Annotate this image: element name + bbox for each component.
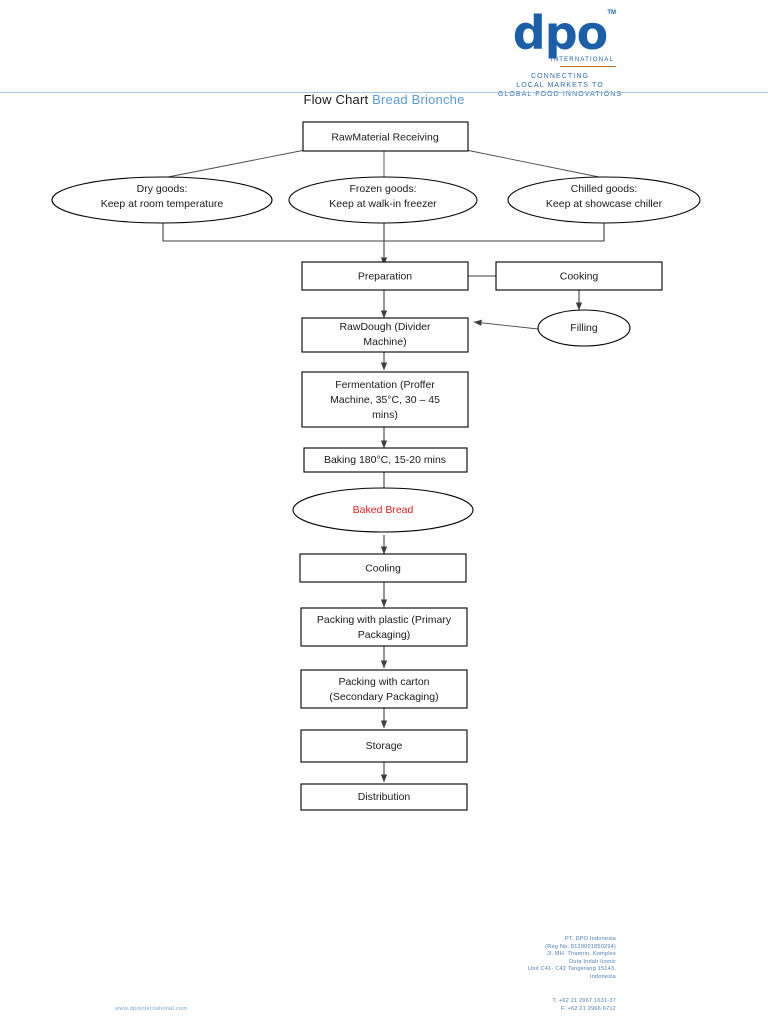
- node-packing-plastic[interactable]: Packing with plastic (Primary Packaging): [300, 607, 468, 647]
- node-label-line-1: RawDough (Divider: [339, 321, 431, 333]
- address-line-3: Jl. MH. Thamrin, Komplex: [546, 951, 616, 958]
- logo-underline-rule: [560, 66, 616, 67]
- address-line-1: PT. DPO Indonesia: [565, 936, 616, 942]
- node-label-line-2: Machine): [363, 336, 406, 348]
- brand-logo-block: dpo TM INTERNATIONAL CONNECTING LOCAL MA…: [470, 8, 650, 99]
- footer-address-block: PT. DPO Indonesia (Reg No. 8120001850294…: [528, 936, 616, 982]
- node-label: Distribution: [358, 791, 411, 803]
- node-label-line-1: Frozen goods:: [349, 183, 416, 195]
- node-frozen-goods[interactable]: Frozen goods: Keep at walk-in freezer: [288, 176, 478, 224]
- node-filling[interactable]: Filling: [537, 309, 631, 347]
- logo-wordmark: dpo: [512, 6, 608, 60]
- brand-tagline: CONNECTING LOCAL MARKETS TO GLOBAL FOOD …: [470, 72, 650, 99]
- node-label-line-3: mins): [372, 409, 398, 421]
- footer-contact-block: T. +62 21 2967 1631-37 F. +62 21 2966 67…: [552, 998, 616, 1013]
- node-baking[interactable]: Baking 180°C, 15-20 mins: [303, 447, 468, 473]
- node-label-line-1: Chilled goods:: [571, 183, 638, 195]
- node-label-line-2: Keep at walk-in freezer: [329, 198, 437, 210]
- page-title-sub: Bread Brionche: [372, 92, 465, 107]
- node-label-line-1: Packing with carton: [338, 676, 429, 688]
- address-line-2: (Reg No. 8120001850294): [545, 943, 616, 950]
- fax-number: F. +62 21 2966 6712: [561, 1005, 616, 1012]
- edge-receiving-to-storage-types: [162, 149, 605, 179]
- node-baked-bread[interactable]: Baked Bread: [292, 487, 474, 533]
- tagline-line-2: LOCAL MARKETS TO: [516, 82, 604, 89]
- node-label: Baking 180°C, 15-20 mins: [324, 454, 446, 466]
- node-storage[interactable]: Storage: [300, 729, 468, 763]
- node-label: Cooling: [365, 562, 401, 574]
- page-title: Flow Chart Bread Brionche: [0, 92, 768, 107]
- node-label-line-2: Packaging): [358, 629, 411, 641]
- node-cooling[interactable]: Cooling: [299, 553, 467, 583]
- node-fermentation[interactable]: Fermentation (Proffer Machine, 35°C, 30 …: [301, 371, 469, 428]
- header-divider: [0, 92, 768, 93]
- node-label-line-2: Machine, 35°C, 30 – 45: [330, 394, 440, 406]
- node-raw-material-receiving[interactable]: RawMaterial Receiving: [302, 121, 469, 152]
- address-line-6: Indonesia: [589, 973, 616, 980]
- node-cooking[interactable]: Cooking: [495, 261, 663, 291]
- node-label: RawMaterial Receiving: [331, 131, 439, 143]
- dpo-logo-mark: dpo TM INTERNATIONAL: [500, 6, 620, 67]
- node-label: Preparation: [358, 270, 412, 282]
- tagline-line-1: CONNECTING: [530, 73, 590, 80]
- node-distribution[interactable]: Distribution: [300, 783, 468, 811]
- tagline-line-3: GLOBAL FOOD INNOVATIONS: [497, 91, 623, 98]
- node-preparation[interactable]: Preparation: [301, 261, 469, 291]
- node-packing-carton[interactable]: Packing with carton (Secondary Packaging…: [300, 669, 468, 709]
- footer-website-link[interactable]: www.dpointernational.com: [115, 1006, 188, 1012]
- page-title-main: Flow Chart: [303, 92, 373, 107]
- node-raw-dough[interactable]: RawDough (Divider Machine): [301, 317, 469, 353]
- edge-storage-types-to-preparation: [162, 223, 605, 266]
- node-label-line-2: Keep at room temperature: [101, 198, 224, 210]
- logo-subtitle: INTERNATIONAL: [550, 57, 614, 63]
- node-label-line-1: Fermentation (Proffer: [335, 379, 435, 391]
- address-line-5: Unit C41- C42 Tangerang 15143,: [528, 966, 616, 973]
- node-dry-goods[interactable]: Dry goods: Keep at room temperature: [51, 176, 273, 224]
- node-label: Baked Bread: [353, 504, 414, 516]
- flowchart-diagram: RawMaterial Receiving Dry goods: Keep at…: [51, 121, 701, 811]
- node-label: Cooking: [560, 270, 599, 282]
- node-label-line-1: Packing with plastic (Primary: [317, 614, 452, 626]
- phone-number: T. +62 21 2967 1631-37: [552, 998, 616, 1004]
- node-label: Filling: [570, 322, 598, 334]
- edge-filling-to-raw-dough: [473, 319, 539, 330]
- node-label-line-1: Dry goods:: [137, 183, 188, 195]
- trademark-icon: TM: [607, 10, 616, 16]
- node-label-line-2: (Secondary Packaging): [329, 691, 438, 703]
- node-label: Storage: [366, 740, 403, 752]
- node-chilled-goods[interactable]: Chilled goods: Keep at showcase chiller: [507, 176, 701, 224]
- address-line-4: Duta Indah Iconic: [569, 958, 616, 965]
- node-label-line-2: Keep at showcase chiller: [546, 198, 663, 210]
